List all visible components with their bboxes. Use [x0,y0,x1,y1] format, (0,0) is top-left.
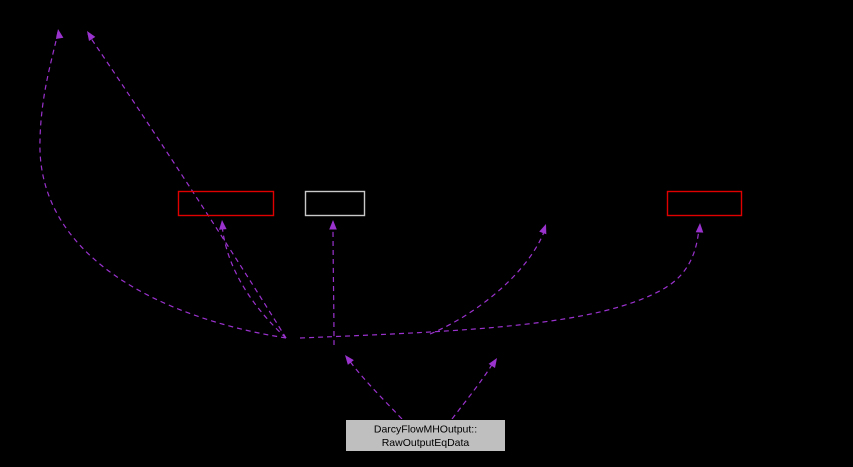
edge-from-main-up-right-arrowhead [488,358,497,369]
edge-to-left-red-node [221,223,287,339]
node-main-label-line2: RawOutputEqData [382,437,470,449]
edge-to-offscreen-node-outer-arrowhead [55,29,64,40]
edge-to-hidden-node-right-arrowhead [539,224,547,235]
edge-from-main-up-left-arrowhead [345,355,354,365]
edge-to-offscreen-node-inner [87,33,287,339]
edge-to-hidden-node-right [429,231,545,335]
edge-to-offscreen-node-inner-arrowhead [87,31,96,42]
node-left-red[interactable] [177,190,275,217]
edge-to-center-node [332,223,335,346]
edge-from-main-up-left [348,359,403,420]
node-right-red[interactable] [666,190,743,217]
edge-to-center-node-arrowhead [329,220,337,230]
node-center-gray[interactable] [304,190,366,217]
edge-to-left-red-node-arrowhead [219,220,227,230]
edge-to-right-red-node-arrowhead [695,223,704,233]
edge-from-main-up-right [451,362,494,420]
edge-to-offscreen-node-outer [39,31,287,339]
node-main[interactable]: DarcyFlowMHOutput:: RawOutputEqData [345,419,506,452]
node-main-box[interactable] [345,419,506,452]
node-main-label-line1: DarcyFlowMHOutput:: [374,424,477,436]
edge-to-right-red-node [299,227,700,339]
